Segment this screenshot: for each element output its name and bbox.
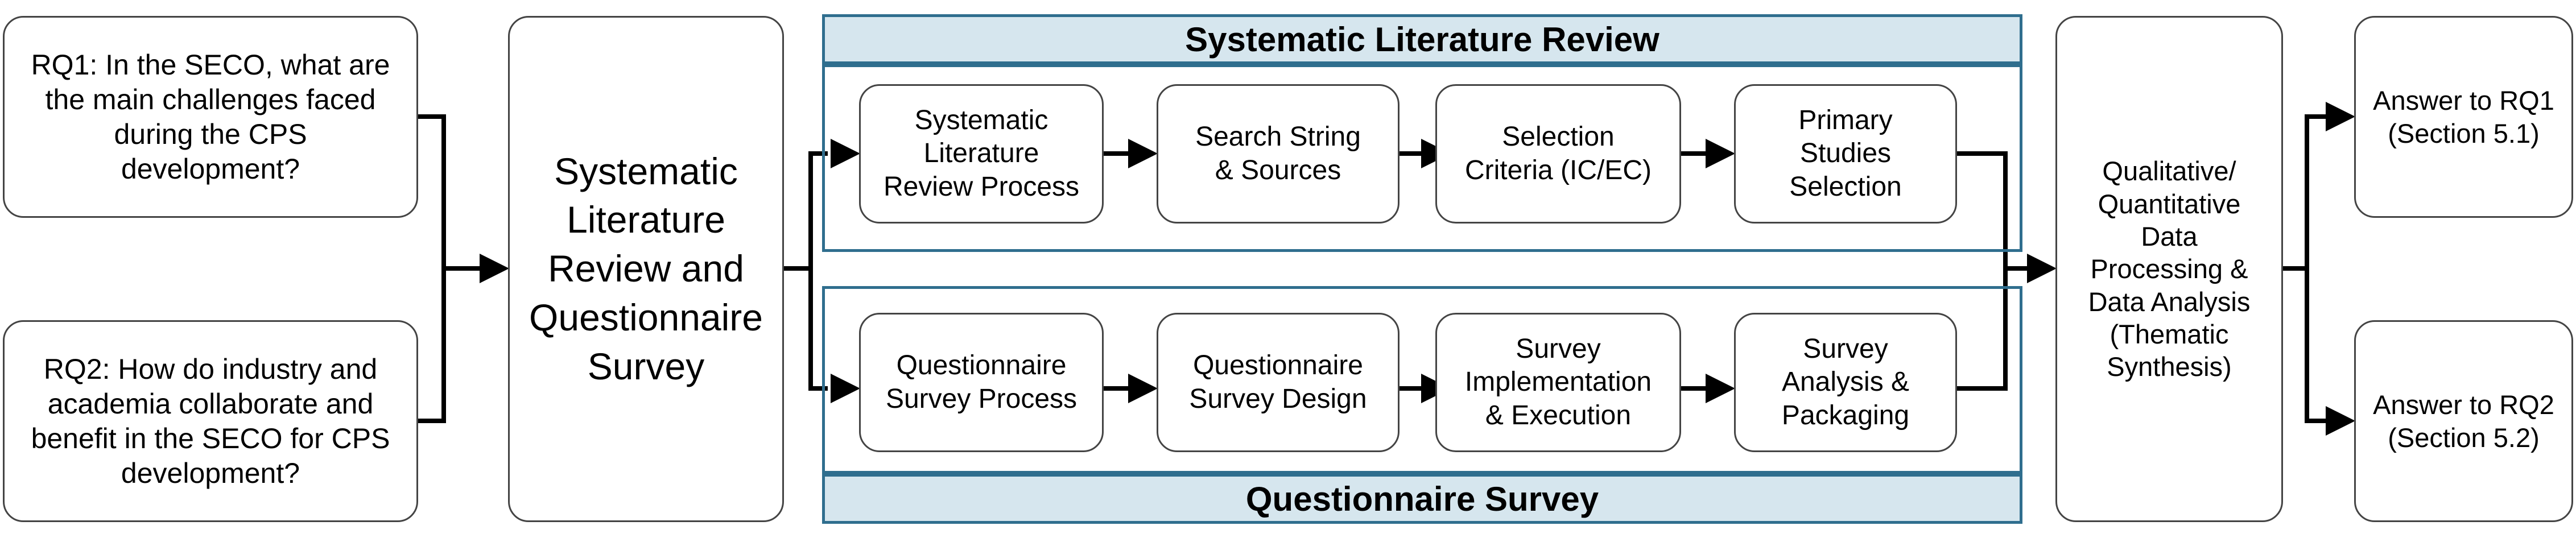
slr-step-label: Search String & Sources: [1195, 121, 1361, 185]
rq1-text: RQ1: In the SECO, what are the main chal…: [31, 48, 390, 185]
slr-step-selection-criteria: Selection Criteria (IC/EC): [1435, 84, 1681, 224]
method-box: Systematic Literature Review and Questio…: [508, 16, 784, 522]
slr-step-label: Systematic Literature Review Process: [883, 105, 1080, 202]
slr-title: Systematic Literature Review: [1185, 20, 1659, 59]
method-text: Systematic Literature Review and Questio…: [529, 150, 763, 387]
analysis-box: Qualitative/ Quantitative Data Processin…: [2055, 16, 2283, 522]
slr-step-process: Systematic Literature Review Process: [859, 84, 1104, 224]
answer-rq1-box: Answer to RQ1 (Section 5.1): [2354, 16, 2573, 218]
slr-title-banner: Systematic Literature Review: [822, 14, 2022, 64]
rq2-text: RQ2: How do industry and academia collab…: [31, 353, 390, 489]
slr-step-label: Selection Criteria (IC/EC): [1464, 121, 1652, 185]
survey-step-label: Survey Analysis & Packaging: [1781, 333, 1910, 431]
survey-step-label: Questionnaire Survey Process: [885, 350, 1078, 414]
slr-step-primary-studies: Primary Studies Selection: [1734, 84, 1957, 224]
slr-step-search: Search String & Sources: [1157, 84, 1400, 224]
survey-title-banner: Questionnaire Survey: [822, 474, 2022, 524]
slr-step-label: Primary Studies Selection: [1789, 105, 1902, 202]
rq1-box: RQ1: In the SECO, what are the main chal…: [3, 16, 418, 218]
survey-step-label: Questionnaire Survey Design: [1189, 350, 1367, 414]
answer-rq2-box: Answer to RQ2 (Section 5.2): [2354, 320, 2573, 522]
survey-frame: [822, 286, 2022, 474]
survey-step-design: Questionnaire Survey Design: [1157, 313, 1400, 452]
analysis-text: Qualitative/ Quantitative Data Processin…: [2088, 156, 2251, 382]
answer-rq1-text: Answer to RQ1 (Section 5.1): [2373, 85, 2554, 148]
survey-title: Questionnaire Survey: [1245, 479, 1599, 518]
rq2-box: RQ2: How do industry and academia collab…: [3, 320, 418, 522]
answer-rq2-text: Answer to RQ2 (Section 5.2): [2373, 390, 2554, 453]
survey-step-label: Survey Implementation & Execution: [1464, 333, 1652, 431]
survey-step-process: Questionnaire Survey Process: [859, 313, 1104, 452]
slr-frame: [822, 64, 2022, 252]
survey-step-analysis: Survey Analysis & Packaging: [1734, 313, 1957, 452]
survey-step-implementation: Survey Implementation & Execution: [1435, 313, 1681, 452]
